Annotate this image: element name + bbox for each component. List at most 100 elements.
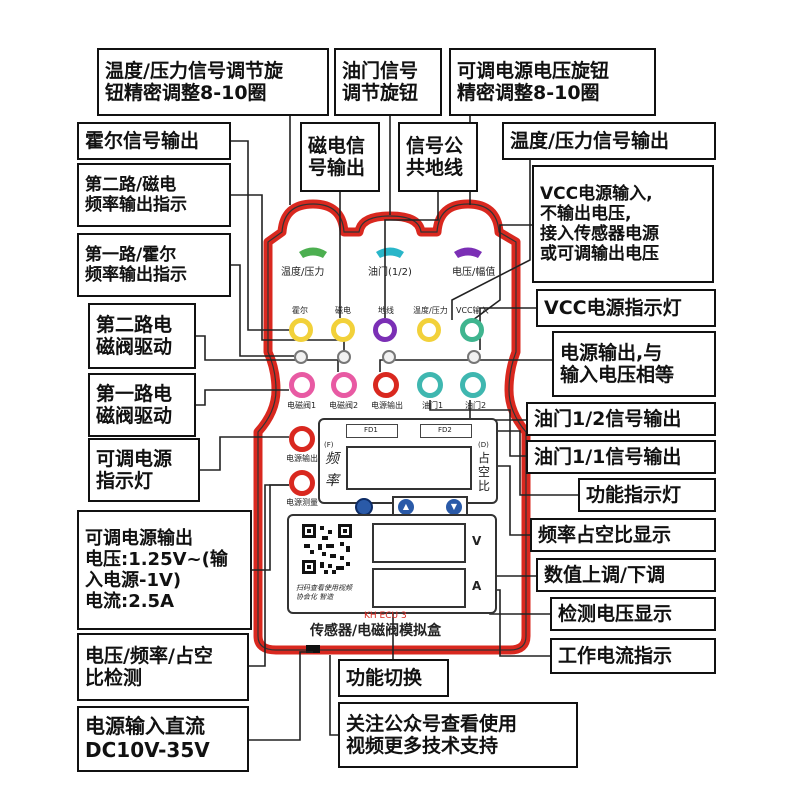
callout-function-switch: 功能切换	[338, 659, 449, 697]
knob-throttle-indicator[interactable]	[376, 247, 404, 259]
callout-vf-duty-detect: 电压/频率/占空 比检测	[77, 633, 249, 701]
callout-text: VCC电源输入, 不输出电压, 接入传感器电源 或可调输出电压	[540, 183, 659, 265]
callout-text: 油门1/1信号输出	[534, 445, 682, 468]
callout-vcc-indicator: VCC电源指示灯	[536, 289, 716, 327]
callout-text: 第二路电 磁阀驱动	[96, 313, 173, 358]
callout-text: 信号公 共地线	[406, 134, 464, 179]
temp-pressure-output-jack[interactable]	[417, 318, 441, 342]
freq-char-1: 频	[325, 451, 339, 467]
qr-caption: 扫码查看使用视频 协会化 智造	[296, 584, 352, 602]
callout-ch2-freq-indicator: 第二路/磁电 频率输出指示	[77, 163, 231, 227]
up-arrow-icon[interactable]: ▲	[398, 499, 414, 515]
magnetic-output-jack[interactable]	[331, 318, 355, 342]
knob-label-throttle: 油门(1/2)	[368, 267, 412, 278]
duty-char-2: 空	[478, 465, 491, 479]
ecu-text: KH ECU 3	[364, 611, 407, 621]
callout-text: 第一路/霍尔 频率输出指示	[85, 244, 187, 285]
callout-text: 磁电信 号输出	[308, 134, 366, 179]
jack-label-valve2: 电磁阀2	[329, 401, 359, 410]
callout-text: 温度/压力信号调节旋 钮精密调整8-10圈	[105, 59, 283, 104]
leader-line	[379, 359, 552, 372]
callout-ch1-valve-drive: 第一路电 磁阀驱动	[88, 373, 196, 437]
leader-line	[249, 484, 289, 667]
callout-text: 油门信号 调节旋钮	[342, 59, 419, 104]
callout-current-indicator: 工作电流指示	[550, 638, 716, 674]
callout-freq-duty-display: 频率占空比显示	[530, 518, 716, 552]
callout-text: 电压/频率/占空 比检测	[85, 644, 213, 689]
side-label-power-measure: 电源测量	[286, 498, 318, 507]
power-output-jack[interactable]	[373, 372, 399, 398]
throttle1-jack[interactable]	[417, 372, 443, 398]
freq-duty-screen	[346, 446, 472, 490]
callout-text: 温度/压力信号输出	[510, 129, 669, 152]
vcc-input-jack[interactable]	[460, 318, 484, 342]
jack-label-vcc-input: VCC输入	[456, 306, 489, 315]
vcc-led	[467, 350, 481, 364]
current-screen	[372, 568, 466, 608]
knob-label-temp-pressure: 温度/压力	[281, 267, 325, 278]
jack-label-magnetic: 磁电	[335, 306, 351, 315]
leader-line	[196, 389, 289, 406]
power-input-plug	[306, 645, 320, 653]
callout-voltage-display: 检测电压显示	[550, 597, 716, 631]
callout-text: 关注公众号查看使用 视频更多技术支持	[346, 712, 518, 757]
freq-char-2: 率	[325, 473, 339, 489]
power-measure-jack[interactable]	[289, 470, 315, 496]
leader-line	[329, 655, 338, 736]
knob-temp-pressure-indicator[interactable]	[299, 247, 327, 259]
leader-line	[231, 264, 294, 357]
callout-temp-pressure-knob: 温度/压力信号调节旋 钮精密调整8-10圈	[97, 48, 329, 116]
callout-follow-account: 关注公众号查看使用 视频更多技术支持	[338, 702, 578, 768]
callout-hall-output: 霍尔信号输出	[77, 122, 231, 160]
voltage-unit: V	[472, 534, 482, 548]
throttle2-jack[interactable]	[460, 372, 486, 398]
leader-line	[196, 335, 339, 372]
fd1-indicator	[346, 424, 398, 438]
callout-text: 功能切换	[346, 666, 423, 689]
callout-signal-ground: 信号公 共地线	[398, 122, 478, 192]
current-unit: A	[472, 579, 482, 593]
ground-jack[interactable]	[373, 318, 397, 342]
valve1-jack[interactable]	[289, 372, 315, 398]
callout-adj-power-spec: 可调电源输出 电压:1.25V~(输 入电源-1V) 电流:2.5A	[77, 510, 252, 630]
callout-throttle-full-output: 油门1/1信号输出	[526, 440, 716, 474]
valve2-jack[interactable]	[331, 372, 357, 398]
callout-text: 工作电流指示	[558, 644, 673, 667]
callout-text: 第二路/磁电 频率输出指示	[85, 174, 187, 215]
callout-text: 电源输出,与 输入电压相等	[560, 341, 675, 386]
callout-text: 电源输入直流 DC10V-35V	[85, 714, 210, 762]
callout-text: 第一路电 磁阀驱动	[96, 382, 173, 427]
callout-throttle-knob: 油门信号 调节旋钮	[334, 48, 442, 116]
callout-ch1-freq-indicator: 第一路/霍尔 频率输出指示	[77, 233, 231, 297]
callout-text: 油门1/2信号输出	[534, 407, 682, 430]
device-title: 传感器/电磁阀模拟盒	[310, 623, 442, 639]
device-inner-edge	[257, 203, 527, 651]
callout-function-indicator: 功能指示灯	[578, 478, 716, 512]
callout-text: 频率占空比显示	[538, 523, 672, 546]
side-label-power-output: 电源输出	[286, 454, 318, 463]
leader-line	[451, 141, 531, 320]
hall-output-jack[interactable]	[289, 318, 313, 342]
callout-magnetic-output: 磁电信 号输出	[300, 122, 380, 192]
knob-voltage-indicator[interactable]	[454, 247, 482, 259]
fd1-label: FD1	[364, 426, 378, 434]
jack-label-throttle2: 油门2	[465, 401, 487, 410]
knob-label-voltage: 电压/幅值	[452, 267, 496, 278]
qr-code	[300, 522, 354, 576]
jack-label-valve1: 电磁阀1	[287, 401, 317, 410]
duty-d-mark: (D)	[478, 441, 489, 449]
callout-temp-pressure-output: 温度/压力信号输出	[502, 122, 716, 160]
callout-text: 功能指示灯	[586, 483, 682, 506]
leader-line	[384, 192, 439, 318]
callout-text: 数值上调/下调	[544, 563, 665, 586]
leader-line	[231, 194, 345, 351]
voltage-screen	[372, 523, 466, 563]
down-arrow-icon[interactable]: ▼	[446, 499, 462, 515]
jack-label-ground: 地线	[378, 306, 394, 315]
callout-ch2-valve-drive: 第二路电 磁阀驱动	[88, 303, 196, 369]
callout-power-input: 电源输入直流 DC10V-35V	[77, 706, 249, 772]
callout-text: 可调电源输出 电压:1.25V~(输 入电源-1V) 电流:2.5A	[85, 527, 228, 613]
adj-power-output-jack[interactable]	[289, 426, 315, 452]
callout-adj-power-indicator: 可调电源 指示灯	[88, 438, 200, 502]
